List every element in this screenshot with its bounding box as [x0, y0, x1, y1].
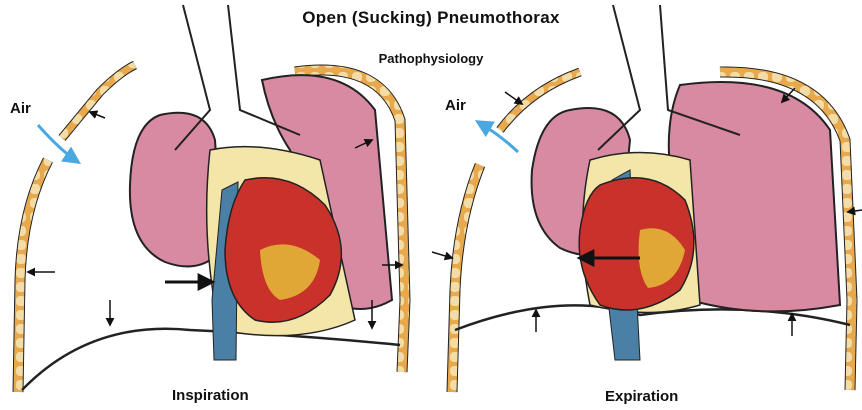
diagram-title: Open (Sucking) Pneumothorax: [0, 8, 862, 28]
air-label-right: Air: [445, 97, 466, 114]
diagram-subtitle: Pathophysiology: [0, 51, 862, 66]
air-label-left: Air: [10, 100, 31, 117]
diaphragm-left: [22, 329, 400, 390]
caption-expiration: Expiration: [605, 388, 678, 405]
caption-inspiration: Inspiration: [172, 387, 249, 404]
heart-illustration-right: [579, 170, 694, 360]
